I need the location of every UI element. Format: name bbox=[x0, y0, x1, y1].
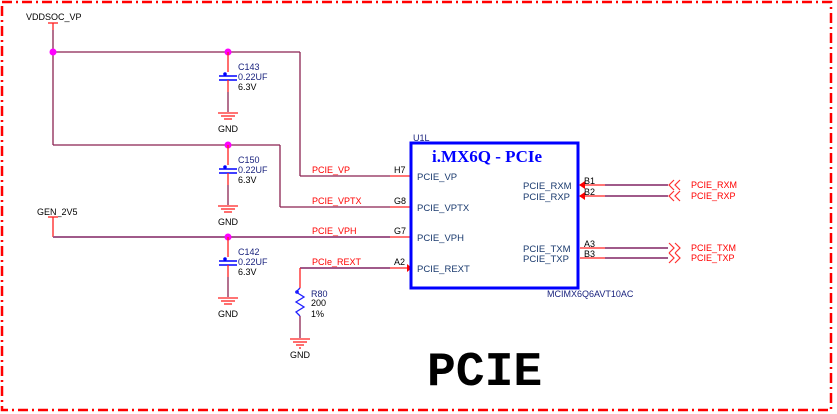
gnd-symbol bbox=[218, 205, 238, 213]
pin-name: PCIE_TXP bbox=[523, 254, 569, 265]
svg-text:1%: 1% bbox=[311, 309, 324, 319]
net-label: PCIE_RXM bbox=[691, 180, 737, 190]
pin-number: B1 bbox=[584, 176, 595, 186]
pin-name: PCIE_RXP bbox=[523, 192, 570, 203]
offpage-connector-icon bbox=[668, 179, 675, 191]
pin-name: PCIE_VPTX bbox=[417, 203, 470, 214]
power-port-vddsoc[interactable]: VDDSOC_VP bbox=[26, 12, 82, 30]
svg-text:U1L: U1L bbox=[413, 133, 430, 143]
gnd-symbol bbox=[218, 297, 238, 305]
sheet-title: PCIE bbox=[427, 346, 542, 400]
svg-text:200: 200 bbox=[311, 298, 326, 308]
cap-value: 0.22UF bbox=[238, 257, 268, 267]
svg-text:GEN_2V5: GEN_2V5 bbox=[37, 207, 78, 217]
ic-u1l[interactable]: U1L i.MX6Q - PCIe MCIMX6Q6AVT10AC bbox=[409, 133, 634, 299]
svg-text:R80: R80 bbox=[311, 289, 328, 299]
net-label: PCIE_TXM bbox=[691, 243, 736, 253]
pin-name: PCIE_REXT bbox=[417, 264, 470, 275]
cap-value: 0.22UF bbox=[238, 72, 268, 82]
net-label: PCIe_REXT bbox=[312, 257, 362, 267]
gnd-symbol bbox=[218, 112, 238, 120]
junction bbox=[49, 48, 57, 56]
net-label: PCIE_VPTX bbox=[312, 196, 362, 206]
net-label: PCIE_RXP bbox=[691, 191, 736, 201]
gnd-symbol bbox=[290, 338, 310, 349]
gnd-label: GND bbox=[218, 309, 239, 319]
resistor-r80[interactable]: R80 200 1% GND bbox=[290, 267, 390, 360]
pin-number: B2 bbox=[584, 187, 595, 197]
ic-title: i.MX6Q - PCIe bbox=[432, 147, 542, 166]
gnd-label: GND bbox=[218, 124, 239, 134]
offpage-connector-icon bbox=[668, 190, 675, 202]
net-label: PCIE_TXP bbox=[691, 253, 735, 263]
cap-voltage: 6.3V bbox=[238, 82, 257, 92]
cap-ref: C142 bbox=[238, 247, 260, 257]
resistor-symbol bbox=[294, 287, 306, 317]
net-label: PCIE_VPH bbox=[312, 226, 357, 236]
cap-ref: C150 bbox=[238, 155, 260, 165]
part-number: MCIMX6Q6AVT10AC bbox=[547, 289, 634, 299]
power-port-gen2v5[interactable]: GEN_2V5 bbox=[37, 207, 78, 237]
pin-number: G7 bbox=[394, 226, 406, 236]
pin-number: G8 bbox=[394, 196, 406, 206]
cap-voltage: 6.3V bbox=[238, 267, 257, 277]
offpage-connector-icon bbox=[668, 242, 675, 254]
gnd-label: GND bbox=[218, 217, 239, 227]
cap-ref: C143 bbox=[238, 62, 260, 72]
pin-number: B3 bbox=[584, 249, 595, 259]
net-label: PCIE_VP bbox=[312, 165, 350, 175]
pin-number: A2 bbox=[394, 257, 405, 267]
cap-value: 0.22UF bbox=[238, 165, 268, 175]
pin-name: PCIE_RXM bbox=[523, 181, 572, 192]
cap-voltage: 6.3V bbox=[238, 175, 257, 185]
pin-number: A3 bbox=[584, 239, 595, 249]
pin-number: H7 bbox=[394, 165, 406, 175]
pin-name: PCIE_TXM bbox=[523, 244, 571, 255]
vddsoc-net bbox=[49, 30, 301, 207]
svg-text:GND: GND bbox=[290, 350, 311, 360]
offpage-connector-icon bbox=[668, 252, 675, 264]
pin-name: PCIE_VP bbox=[417, 172, 457, 183]
svg-text:VDDSOC_VP: VDDSOC_VP bbox=[26, 12, 82, 22]
pin-name: PCIE_VPH bbox=[417, 233, 464, 244]
